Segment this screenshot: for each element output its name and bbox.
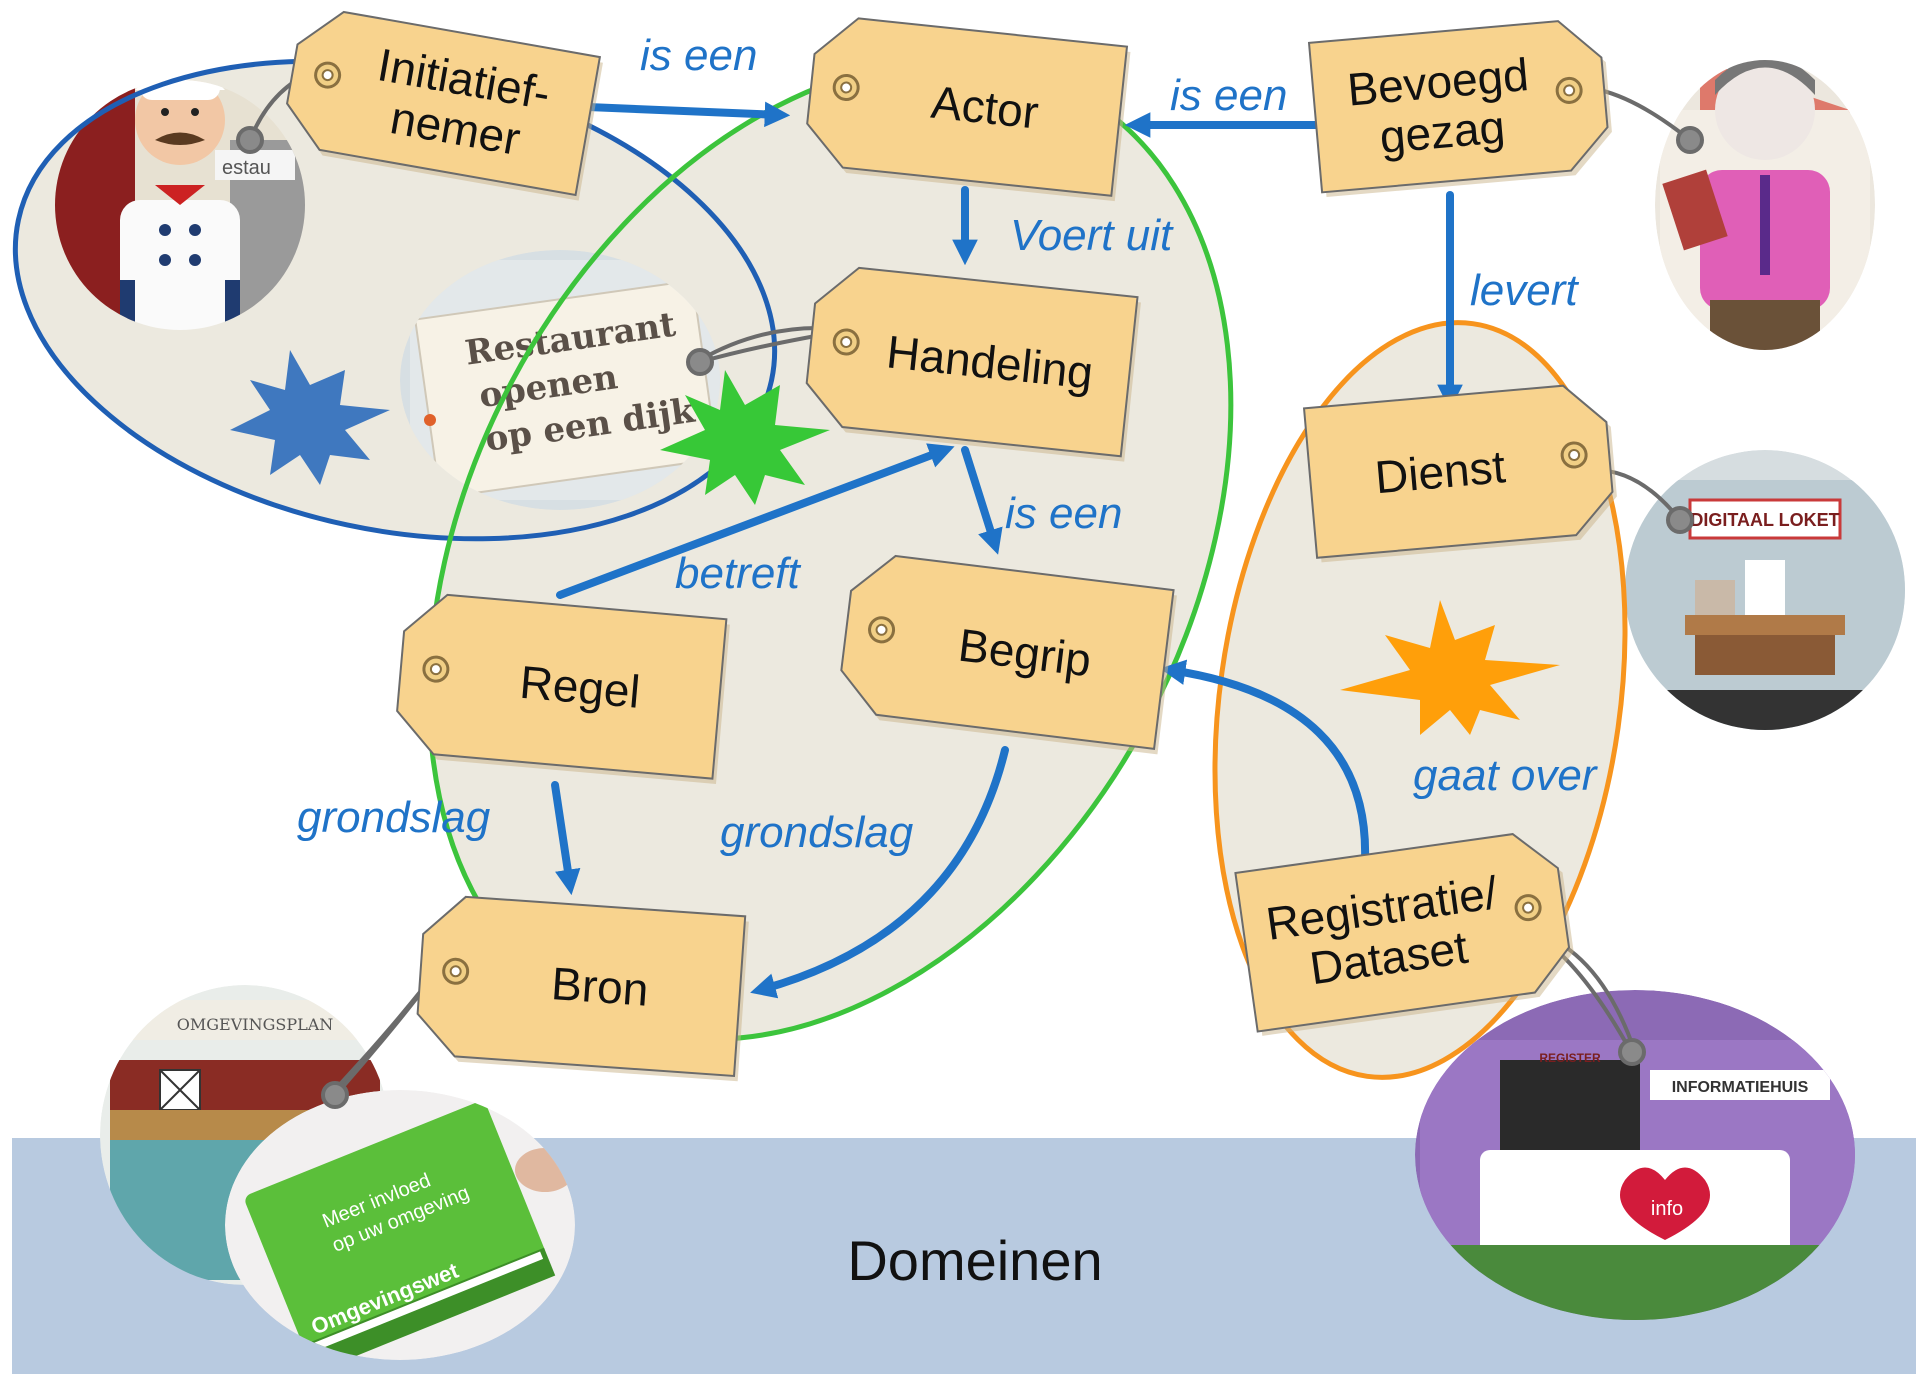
rel-bevoegd-dienst: levert (1470, 266, 1579, 315)
tag-label: Actor (929, 76, 1041, 139)
book-icon: Meer invloed op uw omgeving Omgevingswet (225, 1090, 575, 1360)
blue-star (230, 350, 390, 485)
tag-label: Bevoegdgezag (1345, 48, 1535, 165)
svg-text:OMGEVINGSPLAN: OMGEVINGSPLAN (177, 1015, 334, 1034)
arrow-initiatiefnemer-actor (584, 101, 791, 128)
tag-begrip: Begrip (840, 554, 1177, 755)
svg-text:INFORMATIEHUIS: INFORMATIEHUIS (1672, 1079, 1809, 1096)
tag-label: Dienst (1373, 440, 1508, 503)
tag-registratie-dataset: Registratie/Dataset (1234, 833, 1574, 1036)
arrow-begrip-bron (750, 746, 1009, 999)
rel-registratie-begrip: gaat over (1413, 751, 1599, 800)
tag-actor: Actor (806, 17, 1131, 202)
tag-label: Bron (550, 957, 651, 1016)
tag-bevoegd-gezag: Bevoegdgezag (1307, 20, 1612, 197)
relation-arrows (551, 101, 1463, 999)
tag-label: Regel (518, 656, 642, 718)
rel-regel-handeling: betreft (675, 549, 802, 598)
tag-initiatiefnemer: Initiatief-nemer (286, 10, 603, 201)
rel-handeling-begrip: is een (1005, 489, 1122, 538)
arrow-registratie-begrip (1159, 659, 1370, 864)
svg-text:REGISTER: REGISTER (1539, 1051, 1601, 1065)
arrow-regel-bron (551, 781, 581, 896)
rel-actor-handeling: Voert uit (1010, 211, 1174, 260)
tag-label: Initiatief-nemer (365, 38, 554, 169)
rel-begrip-bron: grondslag (720, 808, 914, 857)
orange-star (1340, 600, 1560, 735)
tag-handeling: Handeling (805, 266, 1141, 462)
orange-ellipse (1212, 320, 1628, 1080)
domain-label: Domeinen (847, 1229, 1102, 1292)
tag-bron: Bron (416, 895, 749, 1082)
tag-regel: Regel (396, 593, 730, 784)
svg-text:estau: estau (222, 157, 271, 179)
rel-initiatiefnemer-actor: is een (640, 31, 757, 80)
rel-bevoegd-actor: is een (1170, 71, 1287, 120)
arrow-handeling-begrip (961, 446, 1003, 555)
svg-text:DIGITAAL LOKET: DIGITAAL LOKET (1690, 510, 1839, 530)
rel-regel-bron: grondslag (297, 793, 491, 842)
chef-icon: estau (55, 80, 305, 330)
tag-dienst: Dienst (1302, 384, 1617, 563)
green-star (660, 370, 830, 505)
svg-text:info: info (1651, 1198, 1683, 1220)
counter-icon: DIGITAAL LOKET (1625, 450, 1905, 730)
arrow-regel-handeling (556, 443, 955, 599)
official-icon (1655, 60, 1875, 350)
